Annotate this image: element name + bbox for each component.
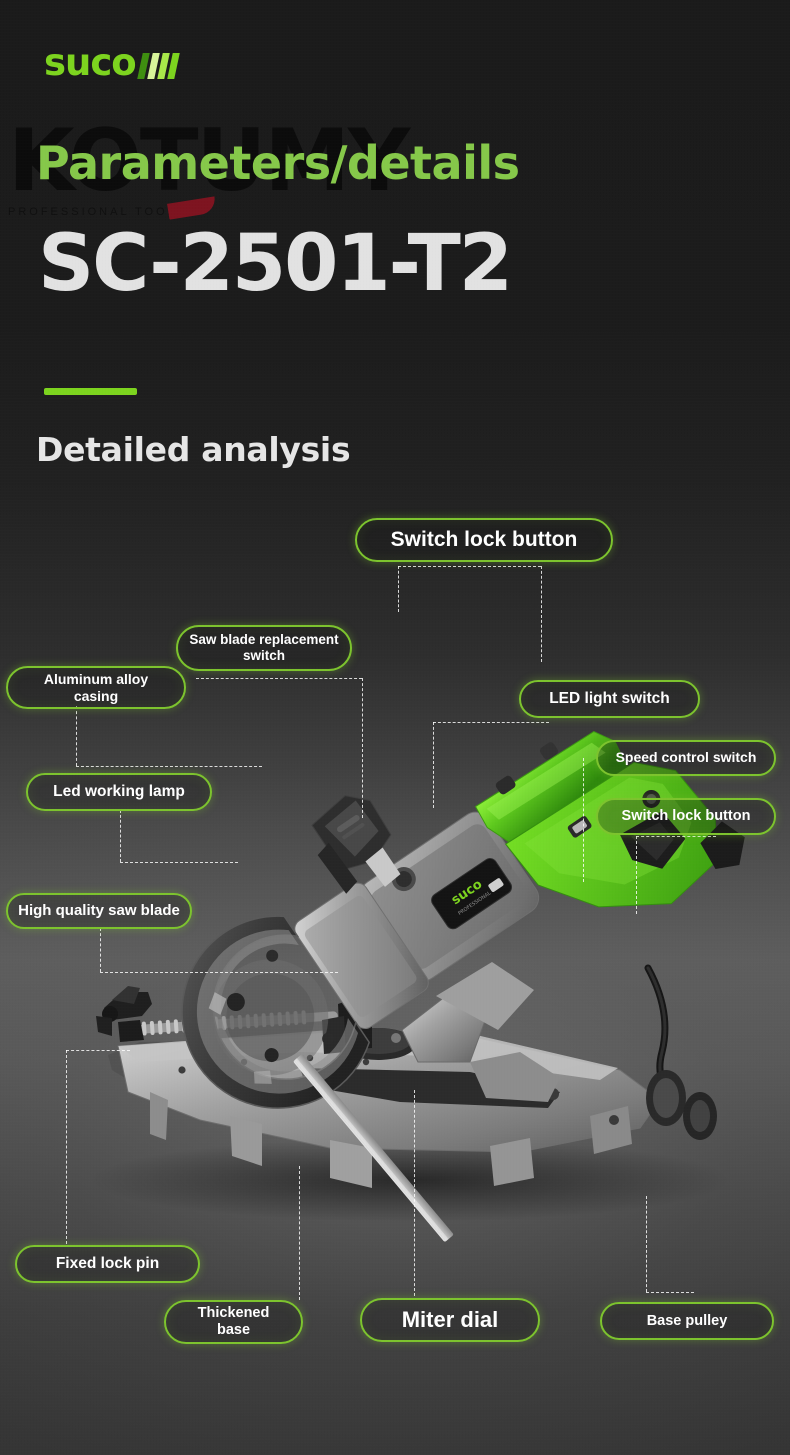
leader-switch-lock-top-h — [398, 566, 541, 567]
callout-label: LED light switch — [549, 690, 670, 708]
callout-label: Base pulley — [646, 1312, 728, 1329]
callout-label: High quality saw blade — [18, 901, 180, 919]
base-pulley — [646, 1070, 717, 1140]
callout-label: Saw blade replacement switch — [189, 632, 339, 663]
page-title: SC-2501-T2 — [38, 219, 513, 309]
callout-label: Thickened base — [197, 1305, 270, 1338]
leader-base-pulley-h — [646, 1292, 694, 1293]
callout-switch-lock-button-right[interactable]: Switch lock button — [596, 798, 776, 835]
callout-label: Speed control switch — [615, 749, 757, 766]
callout-label: Switch lock button — [390, 528, 578, 552]
callout-label: Led working lamp — [53, 783, 185, 801]
callout-speed-control-switch[interactable]: Speed control switch — [596, 740, 776, 776]
callout-label: Fixed lock pin — [55, 1255, 160, 1273]
page-eyebrow: Parameters/details — [36, 136, 520, 190]
callout-base-pulley[interactable]: Base pulley — [600, 1302, 774, 1340]
callout-fixed-lock-pin[interactable]: Fixed lock pin — [15, 1245, 200, 1283]
callout-miter-dial[interactable]: Miter dial — [360, 1298, 540, 1342]
callout-saw-blade-replacement-switch[interactable]: Saw blade replacement switch — [176, 625, 352, 671]
brand-bars-icon — [136, 51, 180, 79]
watermark-swoosh-icon — [167, 196, 217, 220]
callout-label: Aluminum alloy casing — [43, 671, 149, 704]
callout-label: Miter dial — [401, 1306, 499, 1332]
brand-logo: suco — [44, 41, 180, 84]
callout-thickened-base[interactable]: Thickened base — [164, 1300, 303, 1344]
callout-switch-lock-button-top[interactable]: Switch lock button — [355, 518, 613, 562]
brand-logo-text: suco — [44, 41, 137, 84]
callout-led-working-lamp[interactable]: Led working lamp — [26, 773, 212, 811]
callout-label: Switch lock button — [621, 808, 751, 825]
watermark-subtext: PROFESSIONAL TOOLS — [8, 206, 188, 218]
blade-housing — [181, 915, 371, 1109]
section-title: Detailed analysis — [36, 430, 351, 469]
pivot-column — [401, 962, 560, 1102]
callout-led-light-switch[interactable]: LED light switch — [519, 680, 700, 718]
carry-handle — [311, 795, 401, 894]
callout-high-quality-saw-blade[interactable]: High quality saw blade — [6, 893, 192, 929]
callout-aluminum-alloy-casing[interactable]: Aluminum alloy casing — [6, 666, 186, 709]
section-divider — [44, 388, 137, 395]
